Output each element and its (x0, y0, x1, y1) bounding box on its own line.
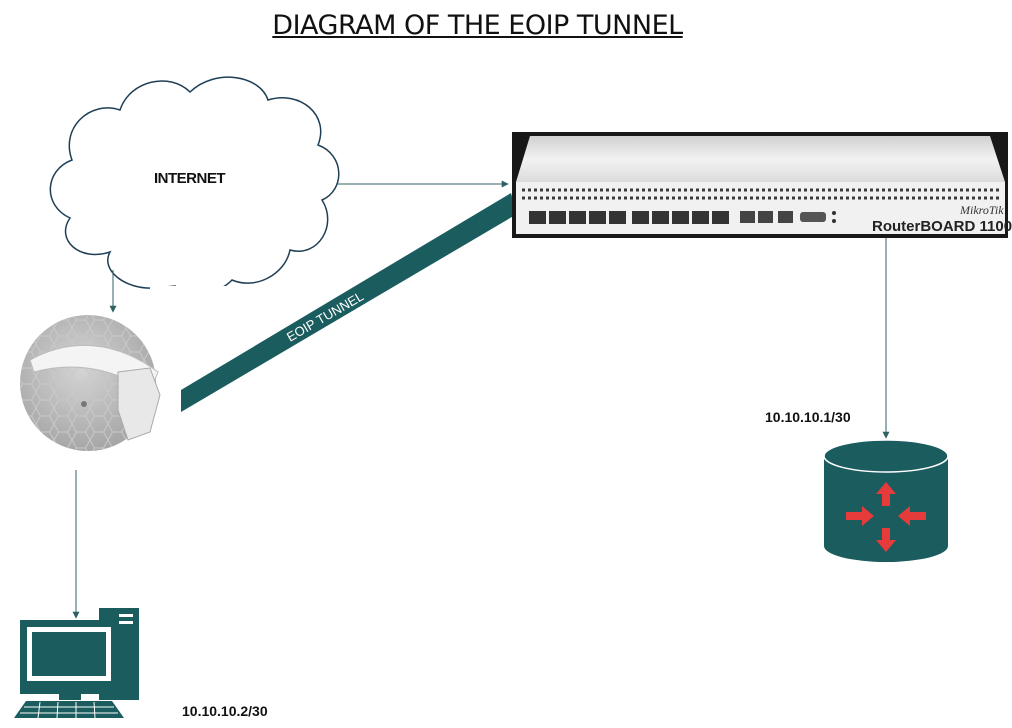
router-cylinder-icon (823, 439, 949, 562)
ethernet-ports (529, 211, 836, 224)
rack-vent-holes (522, 188, 1000, 200)
desktop-computer-icon (14, 608, 139, 719)
rack-router-icon: MikroTik RouterBOARD 1100 (512, 132, 1012, 238)
diagram-title: DIAGRAM OF THE EOIP TUNNEL (272, 10, 683, 41)
computer-ip-label: 10.10.10.2/30 (182, 703, 268, 719)
internet-label: INTERNET (154, 170, 226, 187)
remote-router-ip-label: 10.10.10.1/30 (765, 409, 851, 425)
router-brand-label: MikroTik (959, 203, 1004, 217)
router-arrows-icon (846, 482, 926, 552)
dish-antenna-icon (20, 315, 161, 451)
internet-cloud-icon (49, 76, 340, 302)
router-model-label: RouterBOARD 1100 (872, 218, 1012, 235)
